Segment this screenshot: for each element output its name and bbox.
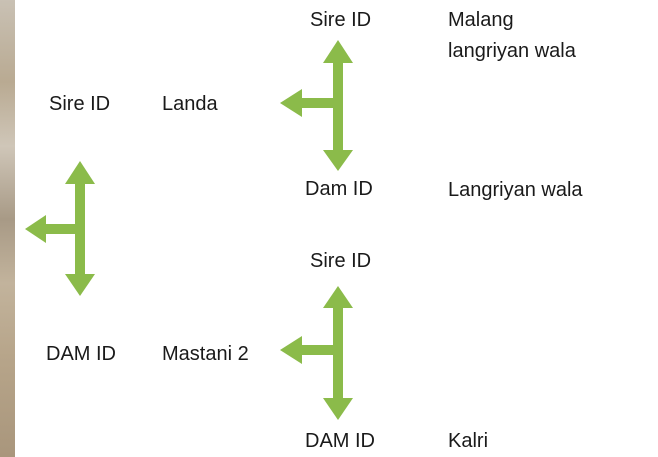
dam-dam-label: DAM ID bbox=[305, 430, 375, 452]
dam-connector-arrow bbox=[280, 286, 353, 420]
root-connector-arrow bbox=[25, 161, 95, 296]
sire-dam-value: Langriyan wala bbox=[448, 179, 583, 201]
dam-sire-label: Sire ID bbox=[310, 250, 372, 272]
sire-dam-label: Dam ID bbox=[305, 178, 373, 200]
sire-value: Landa bbox=[162, 93, 218, 115]
sire-connector-arrow bbox=[280, 40, 353, 171]
photo-strip-left bbox=[0, 0, 15, 457]
dam-label: DAM ID bbox=[46, 343, 116, 365]
dam-dam-value: Kalri bbox=[448, 430, 489, 452]
sire-sire-value-line2: langriyan wala bbox=[448, 40, 576, 62]
dam-value: Mastani 2 bbox=[162, 343, 249, 365]
sire-sire-value-line1: Malang bbox=[448, 9, 514, 31]
sire-label: Sire ID bbox=[49, 93, 111, 115]
sire-sire-label: Sire ID bbox=[310, 9, 372, 31]
